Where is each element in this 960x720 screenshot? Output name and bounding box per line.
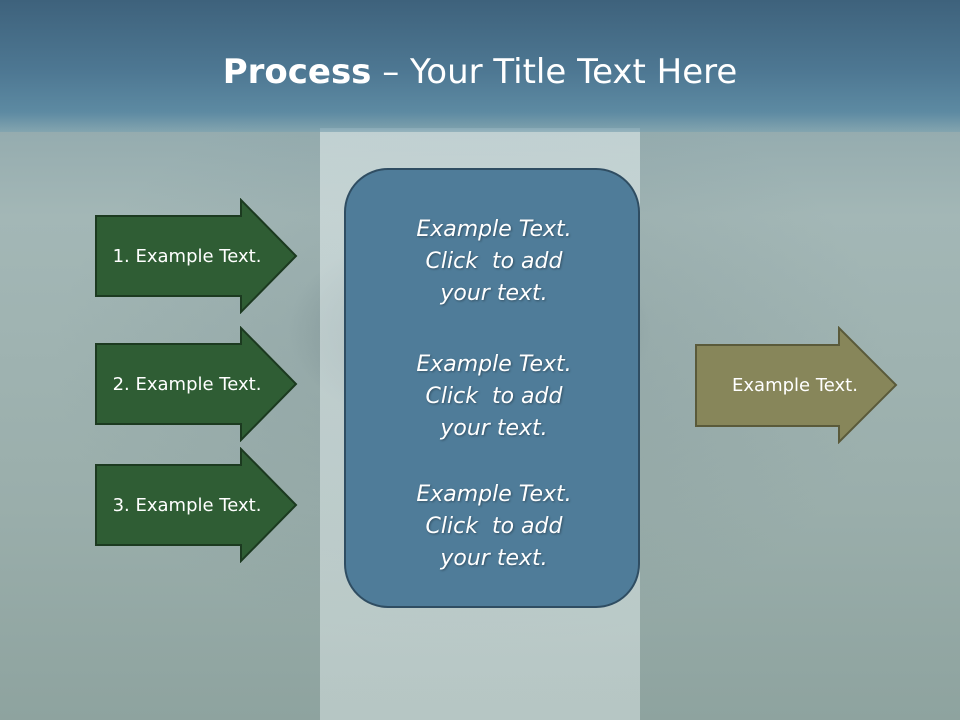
process-text-line: Click to add: [425, 249, 563, 274]
process-text-line: your text.: [440, 416, 548, 441]
process-text-line: Click to add: [425, 514, 563, 539]
process-text-block-2: Example Text. Click to add your text.: [346, 349, 642, 445]
input-arrow-2-shape: [95, 326, 298, 442]
process-text-block-1: Example Text. Click to add your text.: [346, 214, 642, 310]
process-text-line: Click to add: [425, 384, 563, 409]
process-box[interactable]: Example Text. Click to add your text. Ex…: [344, 168, 640, 608]
process-text-line: Example Text.: [416, 482, 572, 507]
input-arrow-2[interactable]: 2. Example Text.: [94, 326, 300, 442]
process-text-line: your text.: [440, 281, 548, 306]
slide-title: Process – Your Title Text Here: [0, 52, 960, 92]
process-text-line: Example Text.: [416, 217, 572, 242]
input-arrow-3-shape: [95, 447, 298, 563]
input-arrow-1[interactable]: 1. Example Text.: [94, 198, 300, 314]
title-bar: Process – Your Title Text Here: [0, 0, 960, 132]
input-arrow-3-label: 3. Example Text.: [112, 494, 262, 516]
process-text-block-3: Example Text. Click to add your text.: [346, 479, 642, 575]
output-arrow-shape: [695, 326, 898, 444]
process-text-line: your text.: [440, 546, 548, 571]
input-arrow-2-label: 2. Example Text.: [112, 373, 262, 395]
input-arrow-1-shape: [95, 198, 298, 314]
process-text-line: Example Text.: [416, 352, 572, 377]
output-arrow[interactable]: Example Text.: [694, 326, 900, 444]
input-arrow-1-label: 1. Example Text.: [112, 245, 262, 267]
output-arrow-label: Example Text.: [732, 374, 858, 396]
title-bold: Process: [222, 52, 372, 92]
input-arrow-3[interactable]: 3. Example Text.: [94, 447, 300, 563]
title-rest: – Your Title Text Here: [371, 52, 738, 92]
